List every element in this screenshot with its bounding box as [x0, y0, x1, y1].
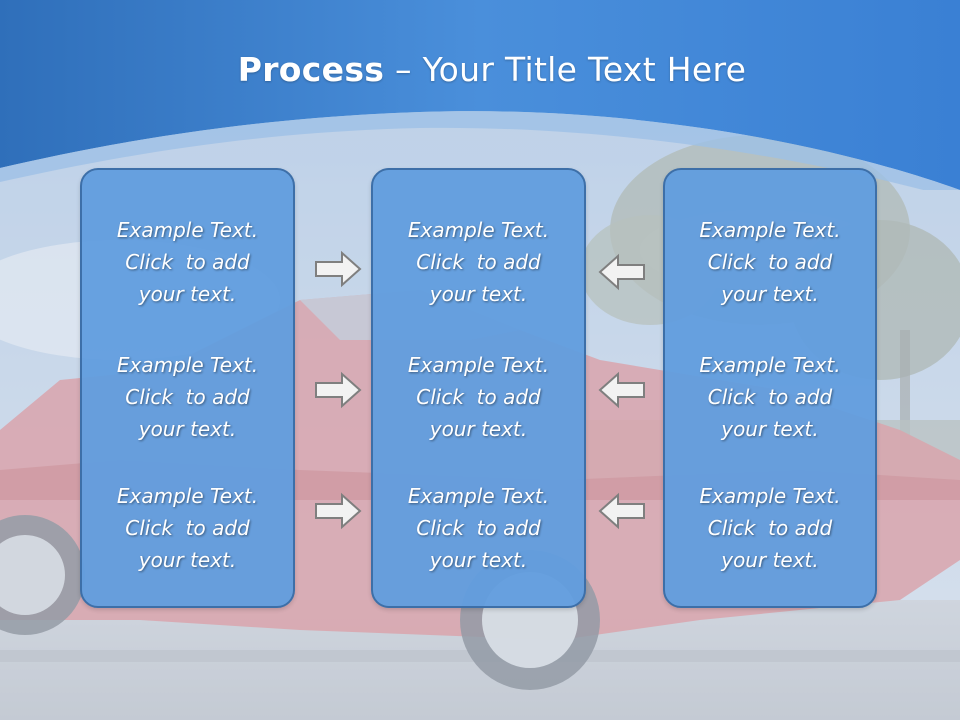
text-line: Example Text.	[407, 353, 550, 377]
text-line: your text.	[721, 282, 819, 306]
text-block[interactable]: Example Text. Click to add your text.	[82, 480, 293, 576]
text-line: Click to add	[707, 385, 833, 409]
slide-title[interactable]: Process – Your Title Text Here	[0, 50, 960, 89]
title-bold: Process	[237, 50, 385, 89]
text-line: Click to add	[125, 250, 250, 274]
arrow-right-icon[interactable]	[314, 371, 362, 409]
process-box-left[interactable]: Example Text. Click to add your text. Ex…	[80, 168, 295, 608]
text-line: Example Text.	[116, 218, 259, 242]
text-line: Click to add	[125, 385, 250, 409]
text-line: your text.	[429, 282, 528, 306]
text-line: Example Text.	[116, 353, 259, 377]
arrow-right-icon[interactable]	[314, 250, 362, 288]
text-block[interactable]: Example Text. Click to add your text.	[373, 349, 584, 445]
text-line: Click to add	[125, 516, 250, 540]
text-line: your text.	[138, 548, 237, 572]
arrow-left-icon[interactable]	[598, 253, 646, 291]
text-block[interactable]: Example Text. Click to add your text.	[373, 480, 584, 576]
arrow-left-icon[interactable]	[598, 492, 646, 530]
text-block[interactable]: Example Text. Click to add your text.	[373, 214, 584, 310]
text-line: your text.	[138, 417, 237, 441]
text-line: your text.	[721, 548, 819, 572]
text-line: Example Text.	[699, 353, 841, 377]
text-block[interactable]: Example Text. Click to add your text.	[82, 214, 293, 310]
text-line: Click to add	[707, 516, 833, 540]
text-block[interactable]: Example Text. Click to add your text.	[665, 214, 875, 310]
text-line: your text.	[138, 282, 237, 306]
arrow-right-icon[interactable]	[314, 492, 362, 530]
header-band	[0, 0, 960, 190]
text-line: Example Text.	[407, 484, 550, 508]
process-box-middle[interactable]: Example Text. Click to add your text. Ex…	[371, 168, 586, 608]
text-line: your text.	[429, 417, 528, 441]
text-line: Click to add	[416, 250, 541, 274]
text-line: Click to add	[416, 385, 541, 409]
text-line: Example Text.	[116, 484, 259, 508]
arrow-left-icon[interactable]	[598, 371, 646, 409]
title-rest: – Your Title Text Here	[384, 50, 747, 89]
text-block[interactable]: Example Text. Click to add your text.	[665, 349, 875, 445]
process-box-right[interactable]: Example Text. Click to add your text. Ex…	[663, 168, 877, 608]
text-block[interactable]: Example Text. Click to add your text.	[82, 349, 293, 445]
text-line: Example Text.	[699, 484, 841, 508]
text-line: Click to add	[416, 516, 541, 540]
text-line: your text.	[429, 548, 528, 572]
text-line: Example Text.	[699, 218, 841, 242]
text-line: your text.	[721, 417, 819, 441]
text-block[interactable]: Example Text. Click to add your text.	[665, 480, 875, 576]
text-line: Click to add	[707, 250, 833, 274]
text-line: Example Text.	[407, 218, 550, 242]
